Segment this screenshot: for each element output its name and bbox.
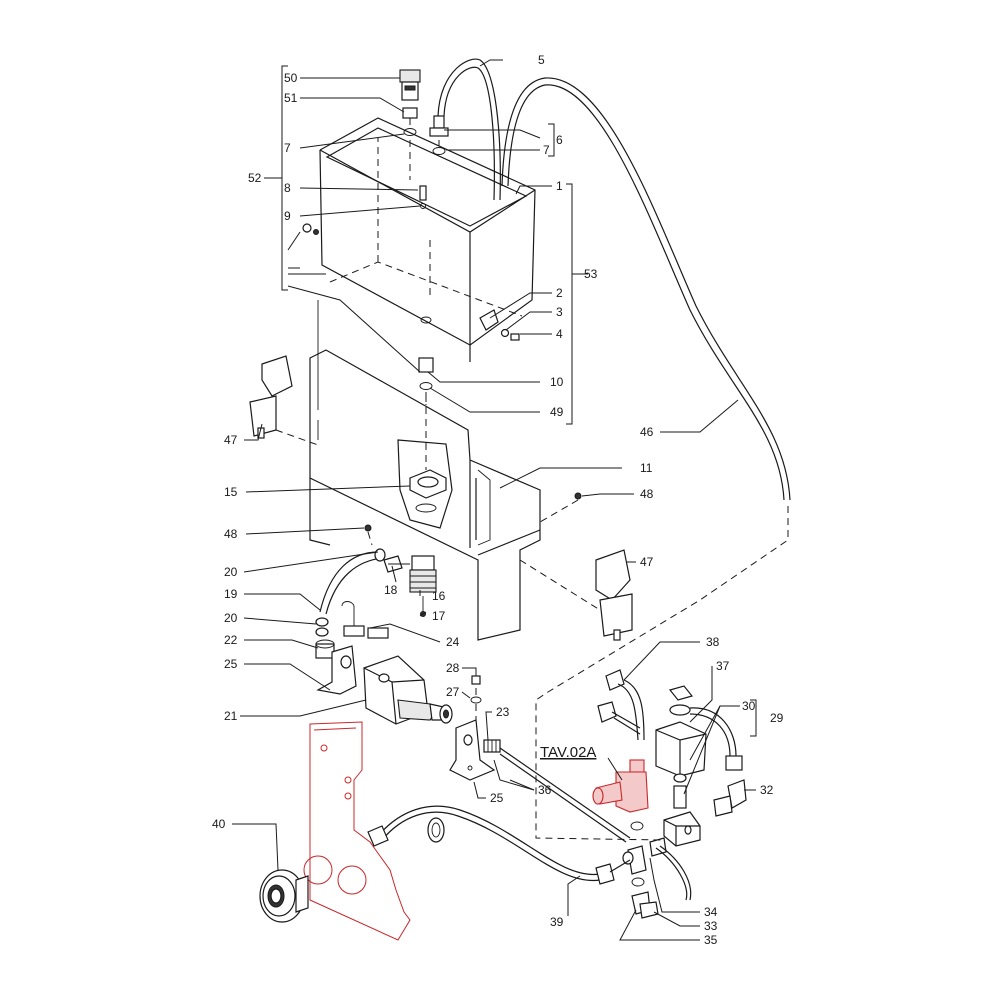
tank-fill-cap bbox=[399, 69, 427, 209]
valve-tav-02a bbox=[592, 759, 649, 831]
callout-48a: 48 bbox=[640, 487, 654, 501]
callout-30: 30 bbox=[742, 699, 756, 713]
callout-39: 39 bbox=[550, 915, 564, 929]
callout-7b: 7 bbox=[543, 143, 550, 157]
capillary-tube-39 bbox=[367, 805, 631, 885]
hose-19 bbox=[315, 548, 386, 637]
callout-10: 10 bbox=[550, 375, 564, 389]
callout-9: 9 bbox=[284, 209, 291, 223]
callout-47a: 47 bbox=[224, 433, 238, 447]
callout-53: 53 bbox=[584, 267, 598, 281]
callout-36: 36 bbox=[538, 783, 552, 797]
callout-23: 23 bbox=[496, 705, 510, 719]
callout-32: 32 bbox=[760, 783, 774, 797]
callout-18: 18 bbox=[384, 583, 398, 597]
callout-20a: 20 bbox=[224, 565, 238, 579]
pump-bracket-25 bbox=[449, 675, 501, 781]
nut-15 bbox=[409, 395, 447, 513]
code-tav-02a: TAV.02A bbox=[540, 744, 596, 761]
bracket-47-left bbox=[249, 355, 319, 446]
callout-25a: 25 bbox=[224, 657, 238, 671]
fitting-22 bbox=[315, 639, 335, 659]
pressure-gauge-40 bbox=[259, 869, 309, 923]
callout-labels: 50 51 5 7 7 6 52 8 1 9 53 2 3 4 10 49 47… bbox=[212, 53, 784, 947]
filter-valve-16 bbox=[383, 555, 437, 617]
fitting-assembly-33-35 bbox=[622, 837, 692, 919]
callout-20b: 20 bbox=[224, 611, 238, 625]
callout-33: 33 bbox=[704, 919, 718, 933]
callout-50: 50 bbox=[284, 71, 298, 85]
callout-51: 51 bbox=[284, 91, 298, 105]
callout-1: 1 bbox=[556, 179, 563, 193]
callout-28: 28 bbox=[446, 661, 460, 675]
callout-5: 5 bbox=[538, 53, 545, 67]
callout-48b: 48 bbox=[224, 527, 238, 541]
callout-15: 15 bbox=[224, 485, 238, 499]
callout-24: 24 bbox=[446, 635, 460, 649]
hose-5 bbox=[437, 58, 501, 201]
callout-11: 11 bbox=[640, 461, 653, 475]
pump-21 bbox=[316, 645, 453, 725]
callout-8: 8 bbox=[284, 181, 291, 195]
callout-35: 35 bbox=[704, 933, 718, 947]
callout-3: 3 bbox=[556, 305, 563, 319]
callout-38: 38 bbox=[706, 635, 720, 649]
tank-small-parts bbox=[302, 223, 520, 405]
callout-25b: 25 bbox=[490, 791, 504, 805]
callout-47b: 47 bbox=[640, 555, 654, 569]
tube-38 bbox=[597, 669, 645, 741]
callout-52: 52 bbox=[248, 171, 262, 185]
tube-36 bbox=[499, 747, 631, 843]
callout-40: 40 bbox=[212, 817, 226, 831]
callout-29: 29 bbox=[770, 711, 784, 725]
tube-32 bbox=[689, 707, 747, 817]
callout-4: 4 bbox=[556, 327, 563, 341]
callout-22: 22 bbox=[224, 633, 238, 647]
water-tank bbox=[319, 117, 536, 362]
group-brackets bbox=[281, 65, 757, 737]
bracket-47-right bbox=[519, 549, 633, 641]
sensor-24 bbox=[341, 601, 389, 639]
tube-46 bbox=[501, 77, 791, 501]
tank-outlet-fitting bbox=[429, 115, 449, 155]
callout-6: 6 bbox=[556, 133, 563, 147]
callout-46: 46 bbox=[640, 425, 654, 439]
cover-plate-red bbox=[303, 721, 411, 941]
callout-34: 34 bbox=[704, 905, 718, 919]
assembly-lines bbox=[429, 240, 789, 841]
callout-37: 37 bbox=[716, 659, 730, 673]
callout-7a: 7 bbox=[284, 141, 291, 155]
callout-27: 27 bbox=[446, 685, 460, 699]
callout-16: 16 bbox=[432, 589, 446, 603]
callout-19: 19 bbox=[224, 587, 238, 601]
screws-48 bbox=[364, 492, 582, 546]
callout-49: 49 bbox=[550, 405, 564, 419]
callout-17: 17 bbox=[432, 609, 446, 623]
callout-2: 2 bbox=[556, 286, 563, 300]
leader-lines bbox=[232, 59, 756, 941]
callout-21: 21 bbox=[224, 709, 238, 723]
solenoid-valve-29 bbox=[655, 685, 707, 847]
